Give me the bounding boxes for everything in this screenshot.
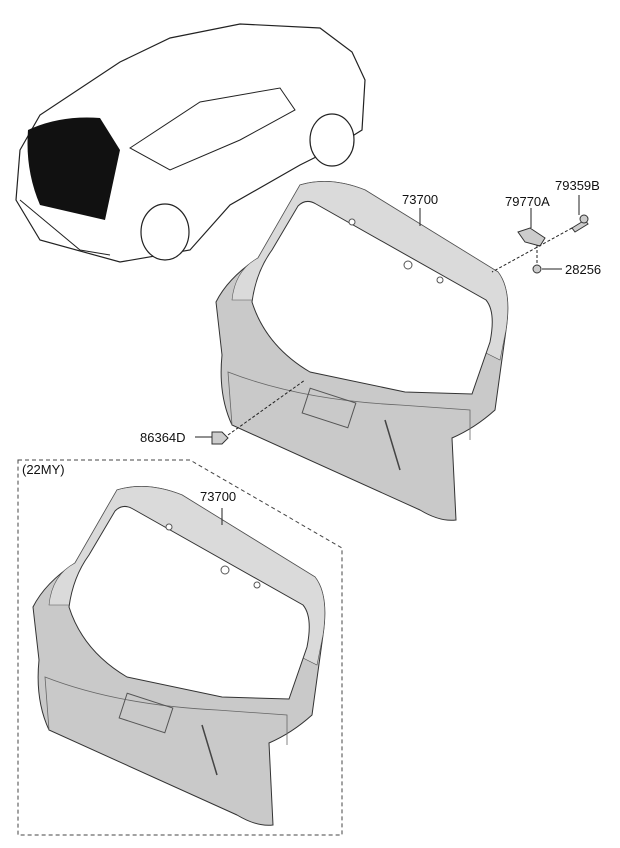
tailgate-22my-73700 (32, 485, 326, 827)
vehicle-illustration (15, 23, 366, 263)
bracket-79770A (517, 227, 546, 247)
label-28256: 28256 (565, 262, 602, 277)
label-73700-22my: 73700 (200, 489, 237, 504)
label-79770A: 79770A (505, 194, 550, 209)
tailgate-73700 (215, 180, 509, 522)
nut-28256 (532, 264, 542, 274)
label-79359B: 79359B (555, 178, 600, 193)
label-22my: (22MY) (22, 462, 65, 477)
label-73700: 73700 (402, 192, 439, 207)
bolt-79359B (571, 214, 589, 233)
clip-86364D (211, 431, 229, 445)
variant-group-box (17, 459, 343, 836)
label-86364D: 86364D (140, 430, 186, 445)
